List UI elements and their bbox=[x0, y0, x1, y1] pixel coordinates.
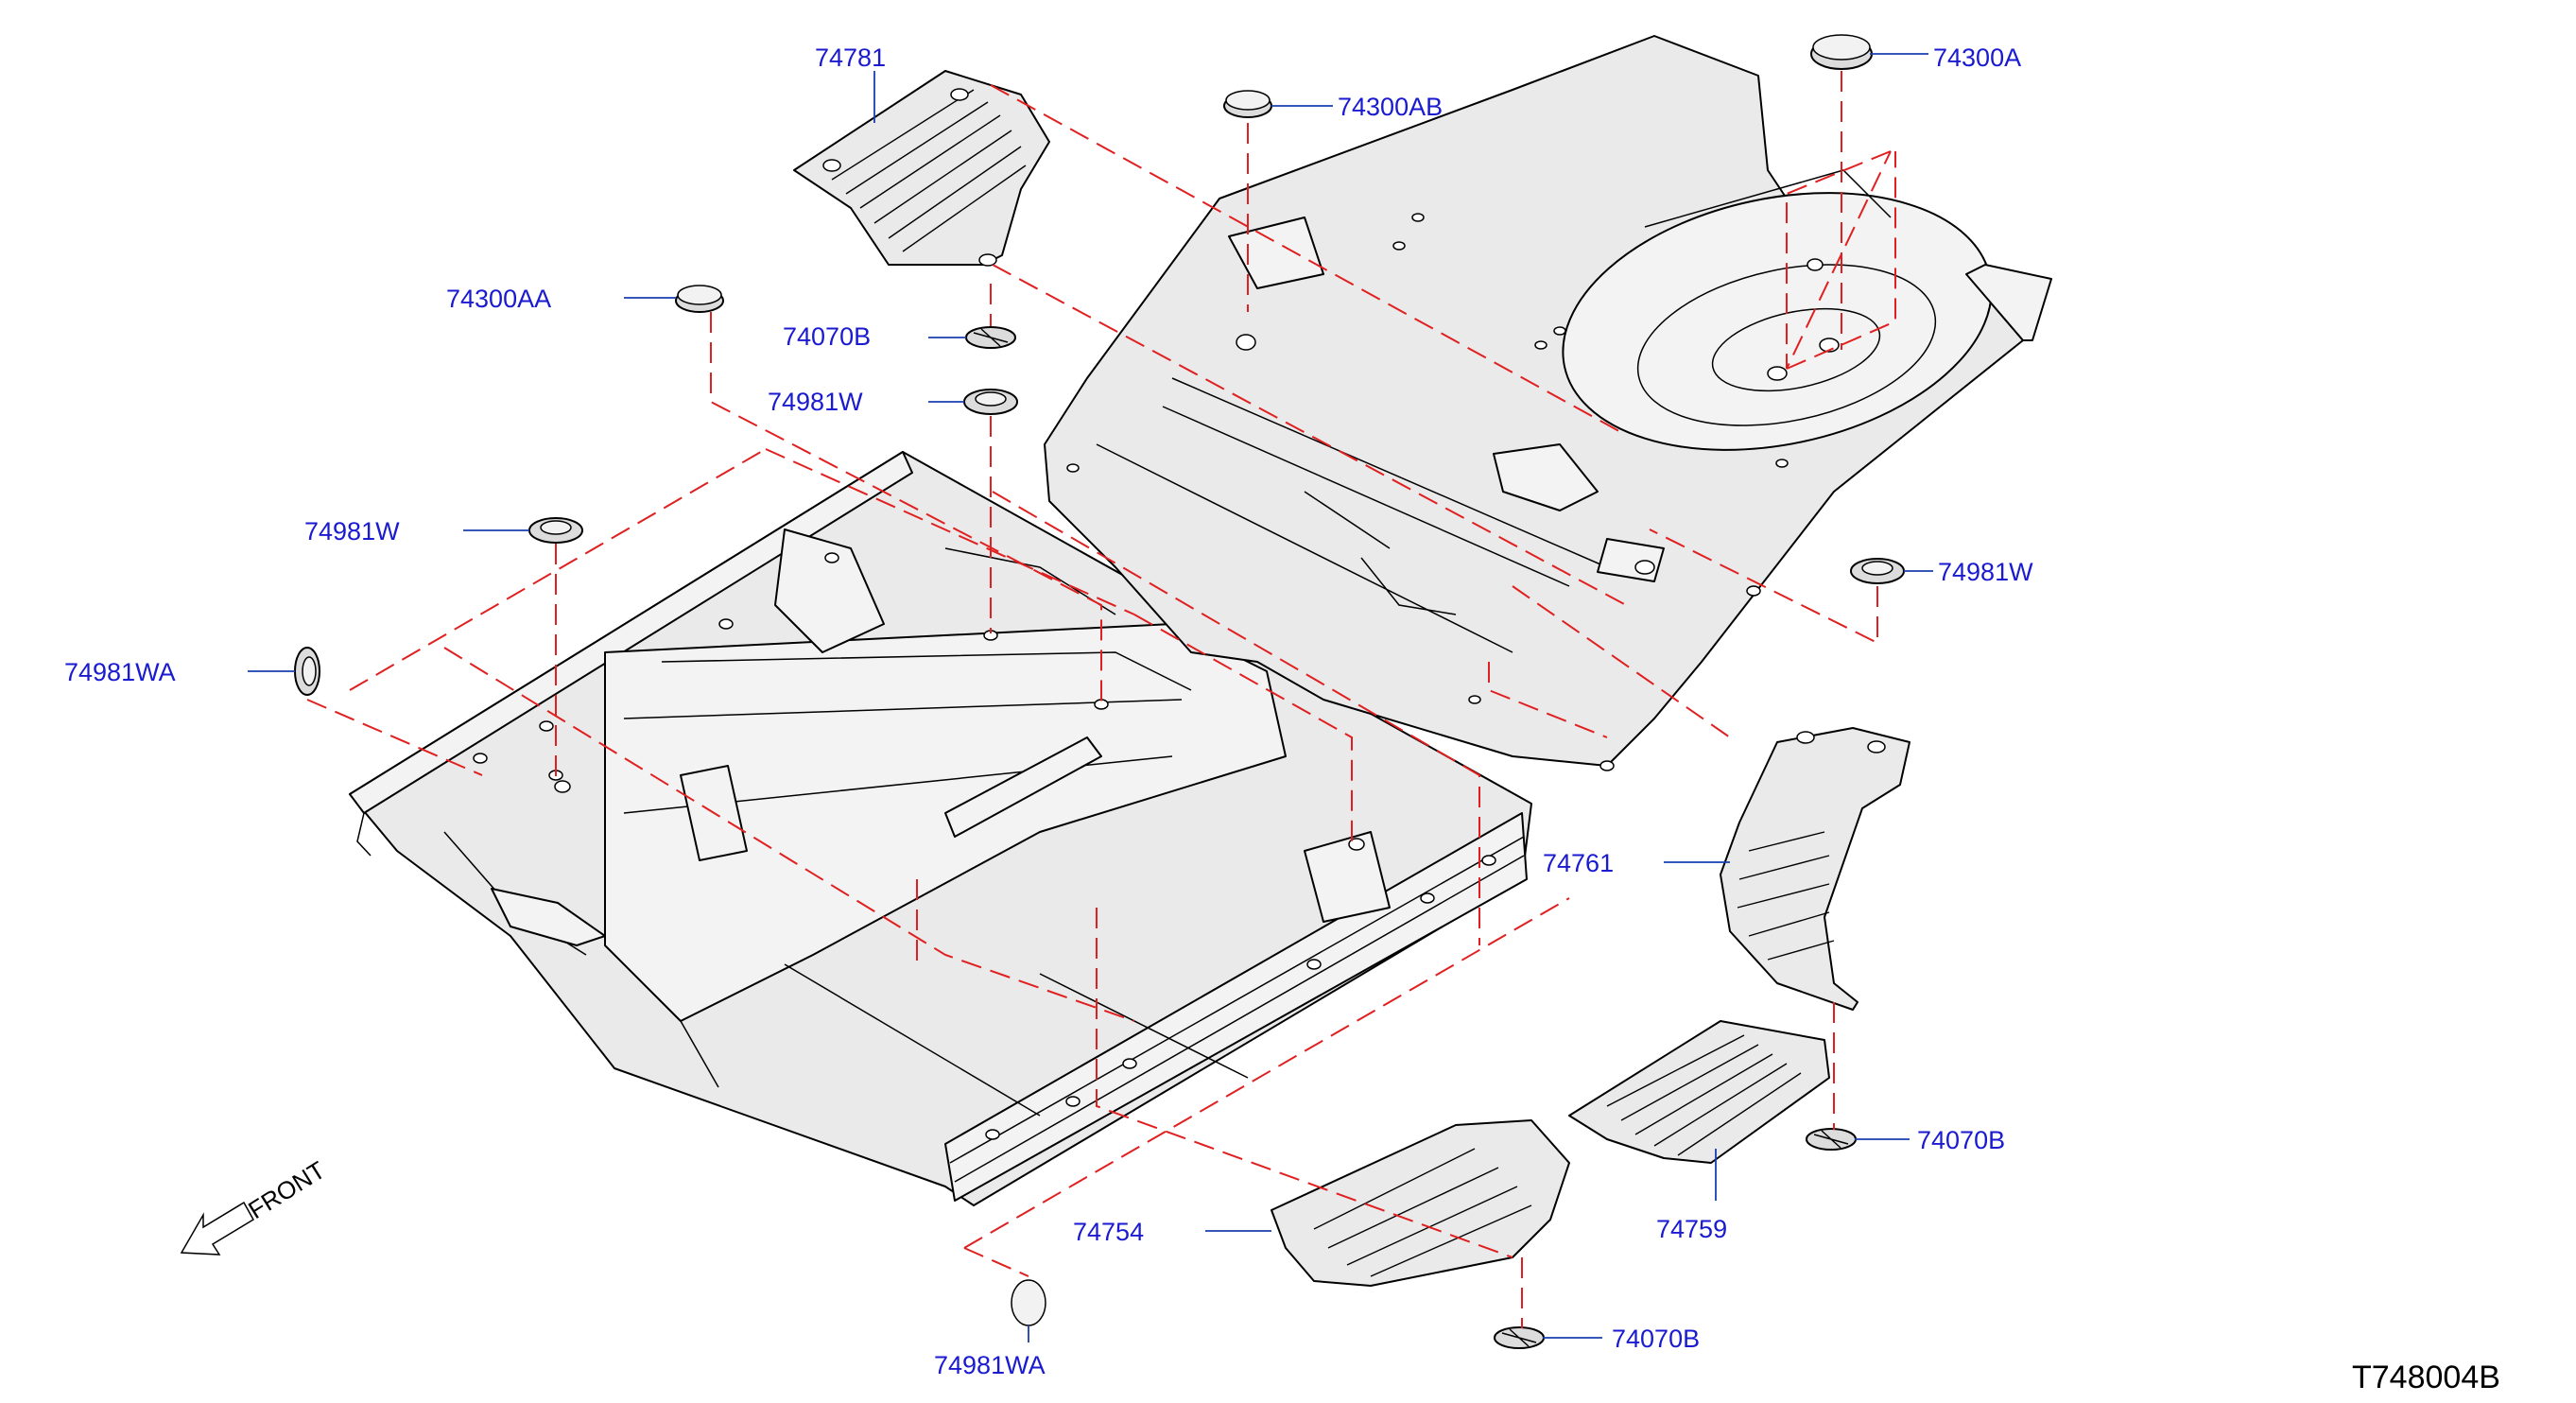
part-label-74070B-right: 74070B bbox=[1917, 1126, 2005, 1154]
part-label-74759: 74759 bbox=[1656, 1215, 1727, 1243]
insulator-74781 bbox=[793, 70, 1050, 267]
front-direction-indicator: FRONT bbox=[180, 1155, 330, 1256]
part-label-74300AA: 74300AA bbox=[446, 285, 551, 313]
part-label-74070B-bottom: 74070B bbox=[1612, 1325, 1700, 1353]
part-label-74981WA-bottom: 74981WA bbox=[934, 1351, 1046, 1379]
diagram-reference-code: T748004B bbox=[2352, 1360, 2500, 1395]
dashed-guide-lines bbox=[306, 71, 1896, 1328]
rear-floor-panel bbox=[1044, 35, 2052, 771]
part-label-74761: 74761 bbox=[1543, 849, 1614, 877]
leader-lines bbox=[248, 53, 1933, 1342]
part-label-74981W-right: 74981W bbox=[1938, 558, 2033, 586]
insulator-74761 bbox=[1720, 727, 1910, 1011]
part-number-labels: 74781 74300AB 74300A 74300AA 74070B 7498… bbox=[64, 43, 2033, 1379]
part-label-74981WA-left: 74981WA bbox=[64, 658, 176, 686]
part-label-74754: 74754 bbox=[1073, 1218, 1144, 1246]
part-label-74981W-left: 74981W bbox=[304, 517, 400, 546]
part-label-74300AB: 74300AB bbox=[1338, 93, 1443, 121]
part-label-74981W-top: 74981W bbox=[768, 388, 863, 416]
insulator-74754 bbox=[1271, 1119, 1570, 1287]
plugs bbox=[294, 34, 1905, 1349]
part-label-74300A: 74300A bbox=[1933, 43, 2021, 72]
insulator-74759 bbox=[1568, 1020, 1830, 1164]
front-label: FRONT bbox=[243, 1155, 330, 1224]
part-label-74781: 74781 bbox=[815, 43, 886, 72]
part-label-74070B-top: 74070B bbox=[783, 322, 871, 351]
